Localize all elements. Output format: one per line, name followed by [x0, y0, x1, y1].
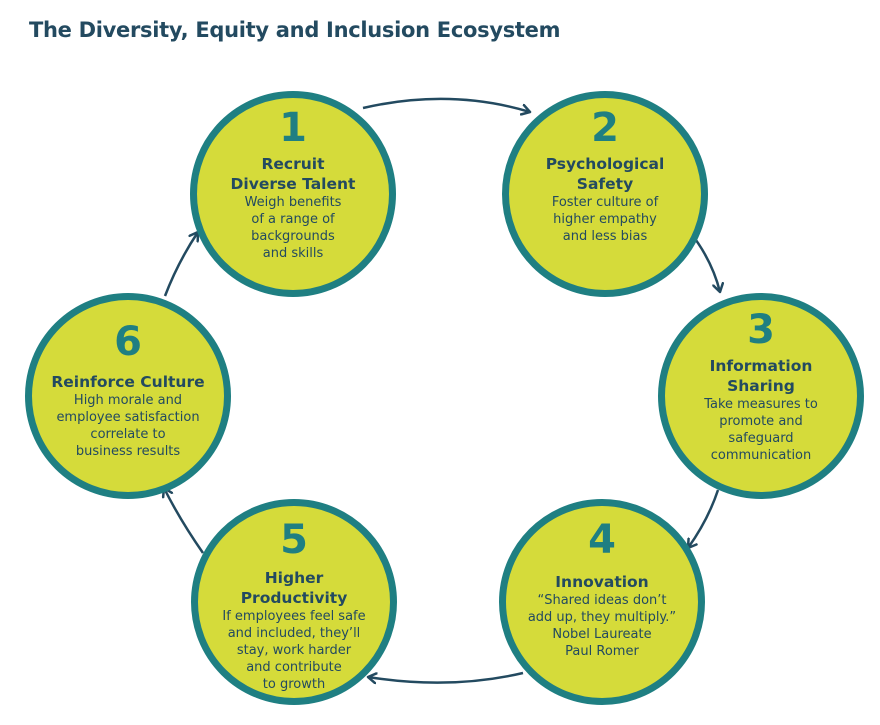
arrow-4-to-5 [368, 671, 524, 683]
heading-line: Higher [264, 569, 324, 587]
description-line: High morale and [73, 393, 183, 408]
description-line: communication [710, 448, 812, 463]
description-line: employee satisfaction [56, 410, 200, 425]
description-line: and contribute [246, 660, 342, 675]
heading-line: Sharing [727, 377, 795, 395]
description-line: of a range of [251, 212, 335, 227]
description-line: correlate to [90, 427, 166, 442]
step-description: High morale and employee satisfaction co… [56, 392, 199, 460]
description-line: higher empathy [553, 212, 657, 227]
step-description: If employees feel safe and included, the… [222, 608, 365, 693]
description-line: Paul Romer [565, 644, 639, 659]
step-description: Take measures to promote and safeguard c… [704, 396, 818, 464]
heading-line: Psychological [545, 155, 665, 173]
description-line: Nobel Laureate [552, 627, 652, 642]
step-heading: Recruit Diverse Talent [231, 154, 356, 194]
step-heading: Information Sharing [710, 356, 813, 396]
page-title: The Diversity, Equity and Inclusion Ecos… [29, 18, 561, 42]
description-line: stay, work harder [236, 643, 352, 658]
description-line: Weigh benefits [244, 195, 342, 210]
step-number: 5 [280, 517, 308, 563]
description-line: business results [75, 444, 181, 459]
step-description: “Shared ideas don’t add up, they multipl… [528, 592, 676, 660]
step-heading: Reinforce Culture [51, 372, 204, 392]
step-description: Foster culture of higher empathy and les… [552, 194, 658, 245]
heading-line: Recruit [261, 155, 325, 173]
step-number: 4 [588, 517, 616, 563]
description-line: add up, they multiply.” [527, 610, 677, 625]
step-6-reinforce-culture: 6 Reinforce Culture High morale and empl… [25, 293, 231, 499]
arrow-5-to-6 [164, 488, 205, 554]
step-2-psychological-safety: 2 Psychological Safety Foster culture of… [502, 91, 708, 297]
step-number: 3 [747, 307, 775, 353]
step-5-higher-productivity: 5 Higher Productivity If employees feel … [191, 499, 397, 705]
step-heading: Psychological Safety [546, 154, 665, 194]
heading-line: Innovation [555, 573, 649, 591]
step-3-information-sharing: 3 Information Sharing Take measures to p… [658, 293, 864, 499]
step-number: 6 [114, 319, 142, 365]
description-line: Foster culture of [551, 195, 659, 210]
description-line: “Shared ideas don’t [537, 593, 667, 608]
description-line: backgrounds [251, 229, 335, 244]
heading-line: Information [709, 357, 813, 375]
description-line: Take measures to [704, 397, 818, 412]
step-heading: Higher Productivity [241, 568, 348, 608]
heading-line: Productivity [240, 589, 348, 607]
description-line: If employees feel safe [222, 609, 366, 624]
step-number: 1 [279, 105, 307, 151]
heading-line: Reinforce Culture [51, 373, 205, 391]
heading-line: Diverse Talent [230, 175, 356, 193]
arrow-6-to-1 [163, 232, 198, 297]
description-line: and skills [262, 246, 324, 261]
description-line: and less bias [562, 229, 648, 244]
description-line: safeguard [728, 431, 794, 446]
arrow-1-to-2 [362, 97, 530, 112]
step-1-recruit-diverse-talent: 1 Recruit Diverse Talent Weigh benefits … [190, 91, 396, 297]
step-number: 2 [591, 105, 619, 151]
step-heading: Innovation [555, 572, 648, 592]
description-line: promote and [719, 414, 803, 429]
step-4-innovation: 4 Innovation “Shared ideas don’t add up,… [499, 499, 705, 705]
description-line: and included, they’ll [227, 626, 361, 641]
heading-line: Safety [576, 175, 634, 193]
description-line: to growth [262, 677, 326, 692]
step-description: Weigh benefits of a range of backgrounds… [245, 194, 342, 262]
arrow-3-to-4 [688, 489, 720, 548]
